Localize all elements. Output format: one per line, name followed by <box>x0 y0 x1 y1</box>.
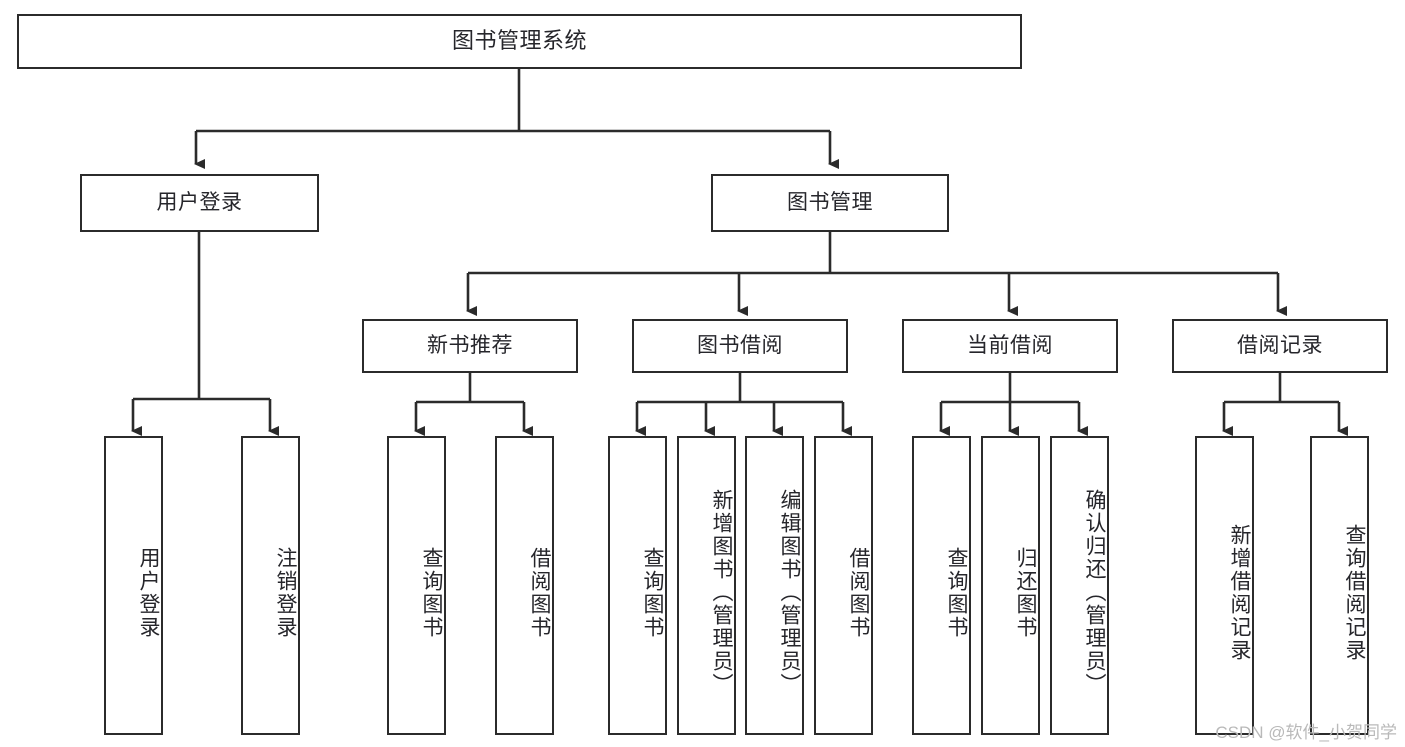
leaf-borrow-book-2[interactable]: 借阅图书 <box>814 436 873 735</box>
node-label: 借阅图书 <box>528 546 551 639</box>
leaf-query-record[interactable]: 查询借阅记录 <box>1310 436 1369 735</box>
node-book-manage[interactable]: 图书管理 <box>711 174 949 232</box>
leaf-confirm-return[interactable]: 确认归还（管理员） <box>1050 436 1109 735</box>
node-book-borrow[interactable]: 图书借阅 <box>632 319 848 373</box>
leaf-user-login[interactable]: 用户登录 <box>104 436 163 735</box>
node-label: 新书推荐 <box>427 334 513 358</box>
node-label: 借阅记录 <box>1237 334 1323 358</box>
node-borrow-record[interactable]: 借阅记录 <box>1172 319 1388 373</box>
node-label: 查询图书 <box>945 546 968 639</box>
node-label: 查询借阅记录 <box>1343 523 1366 662</box>
node-label: 查询图书 <box>641 546 664 639</box>
node-label: 图书管理系统 <box>451 28 587 54</box>
node-root-system[interactable]: 图书管理系统 <box>17 14 1022 69</box>
node-label: 注销登录 <box>274 546 297 639</box>
leaf-borrow-book-1[interactable]: 借阅图书 <box>495 436 554 735</box>
node-label: 新增借阅记录 <box>1228 523 1251 662</box>
node-label: 用户登录 <box>137 546 160 639</box>
node-label: 编辑图书（管理员） <box>778 489 801 696</box>
leaf-return-book[interactable]: 归还图书 <box>981 436 1040 735</box>
leaf-query-book-2[interactable]: 查询图书 <box>608 436 667 735</box>
node-label: 归还图书 <box>1014 546 1037 639</box>
leaf-add-book[interactable]: 新增图书（管理员） <box>677 436 736 735</box>
leaf-query-book-3[interactable]: 查询图书 <box>912 436 971 735</box>
leaf-edit-book[interactable]: 编辑图书（管理员） <box>745 436 804 735</box>
node-label: 确认归还（管理员） <box>1083 489 1106 696</box>
node-label: 图书管理 <box>787 191 873 215</box>
node-label: 图书借阅 <box>697 334 783 358</box>
node-label: 借阅图书 <box>847 546 870 639</box>
node-label: 用户登录 <box>156 191 243 215</box>
node-new-book-recommend[interactable]: 新书推荐 <box>362 319 578 373</box>
node-label: 当前借阅 <box>967 334 1053 358</box>
leaf-query-book-1[interactable]: 查询图书 <box>387 436 446 735</box>
node-current-borrow[interactable]: 当前借阅 <box>902 319 1118 373</box>
leaf-logout[interactable]: 注销登录 <box>241 436 300 735</box>
csdn-watermark: CSDN @软件_小贺同学 <box>1215 723 1397 742</box>
leaf-add-record[interactable]: 新增借阅记录 <box>1195 436 1254 735</box>
node-label: 新增图书（管理员） <box>710 489 733 696</box>
node-user-login[interactable]: 用户登录 <box>80 174 319 232</box>
node-label: 查询图书 <box>420 546 443 639</box>
